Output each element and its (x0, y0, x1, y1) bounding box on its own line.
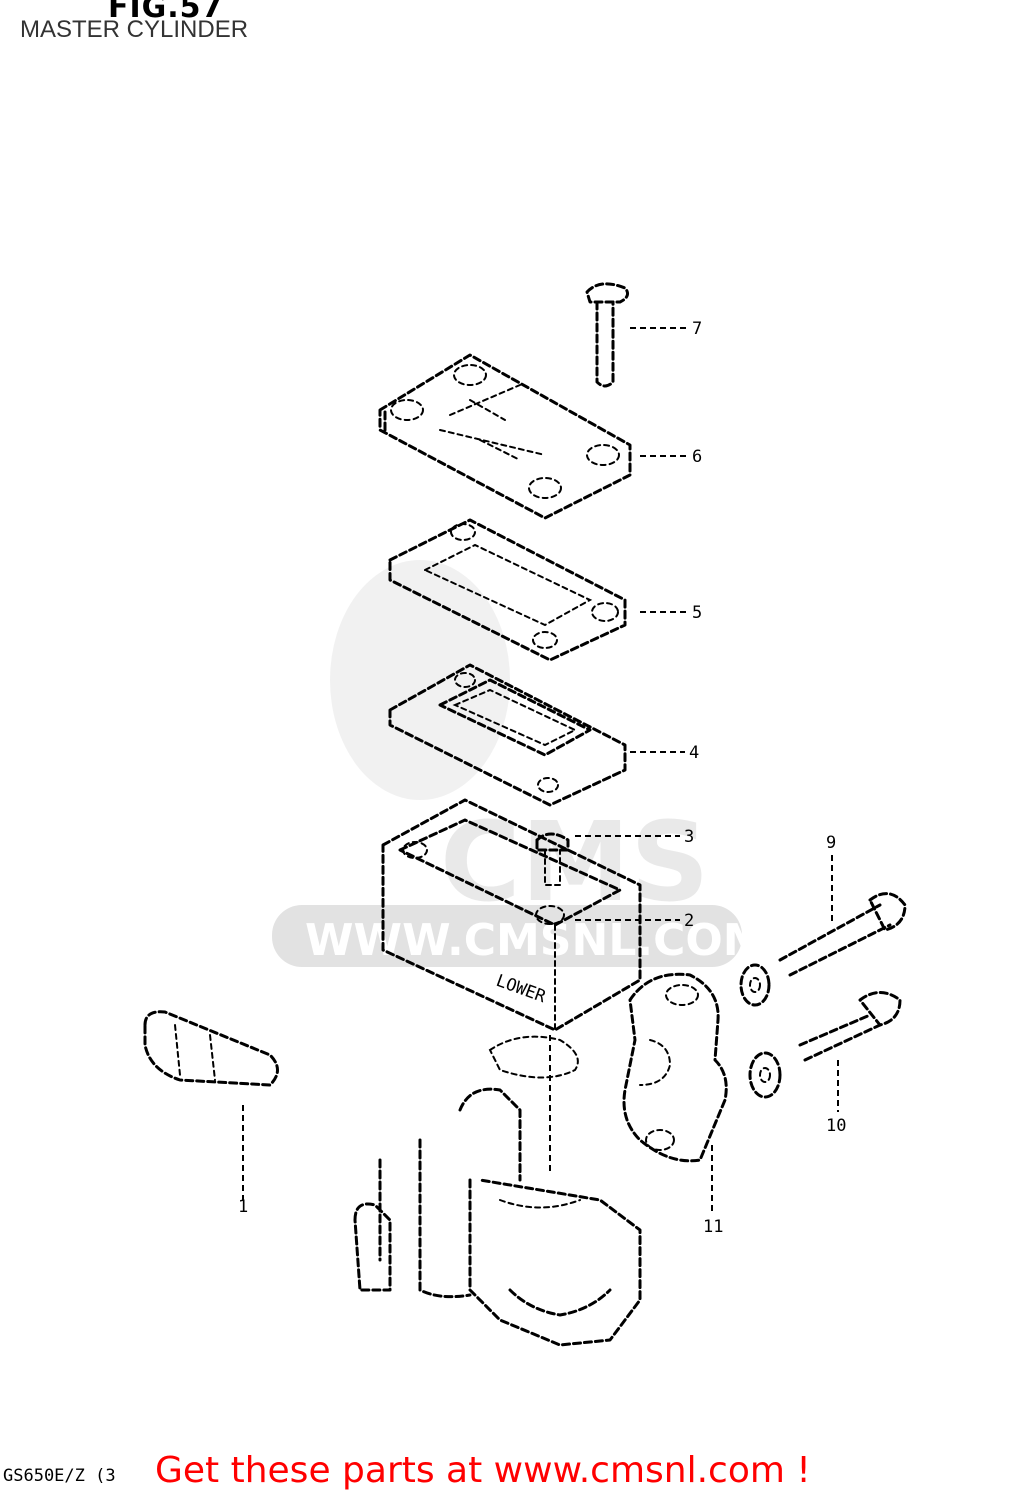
callout-2: 2 (684, 911, 694, 931)
figure-number: FIG.57 (108, 0, 224, 25)
watermark-logo-text: CMS (440, 798, 709, 926)
diagram-title: MASTER CYLINDER (20, 16, 249, 43)
part-7-screw (585, 282, 630, 388)
watermark-url-text: WWW.CMSNL.COM (305, 915, 767, 966)
svg-text:LOWER: LOWER (493, 971, 549, 1008)
part-10-bolt (798, 991, 902, 1062)
part-6-reservoir-cap (378, 353, 632, 520)
part-9-bolt (778, 892, 907, 977)
callout-6: 6 (692, 447, 702, 467)
part-5-plate (388, 518, 627, 662)
model-code: GS650E/Z (3 (3, 1466, 116, 1486)
callout-7: 7 (692, 319, 702, 339)
part-1-master-cylinder (143, 1010, 642, 1347)
leader-lines (242, 327, 839, 1215)
part-4-diaphragm (388, 663, 627, 807)
callout-5: 5 (692, 603, 702, 623)
callout-11: 11 (703, 1217, 723, 1237)
callout-1: 1 (238, 1197, 248, 1217)
callout-10: 10 (826, 1116, 846, 1136)
callout-3: 3 (684, 827, 694, 847)
callout-labels: 7 6 5 4 3 2 9 10 11 1 (238, 319, 846, 1237)
washers (739, 963, 782, 1099)
part-11-clamp-bracket (622, 972, 728, 1163)
cmsnl-parts-link[interactable]: Get these parts at www.cmsnl.com ! (155, 1450, 811, 1491)
callout-4: 4 (689, 743, 699, 763)
watermark-mascot (330, 560, 510, 800)
callout-9: 9 (826, 833, 836, 853)
